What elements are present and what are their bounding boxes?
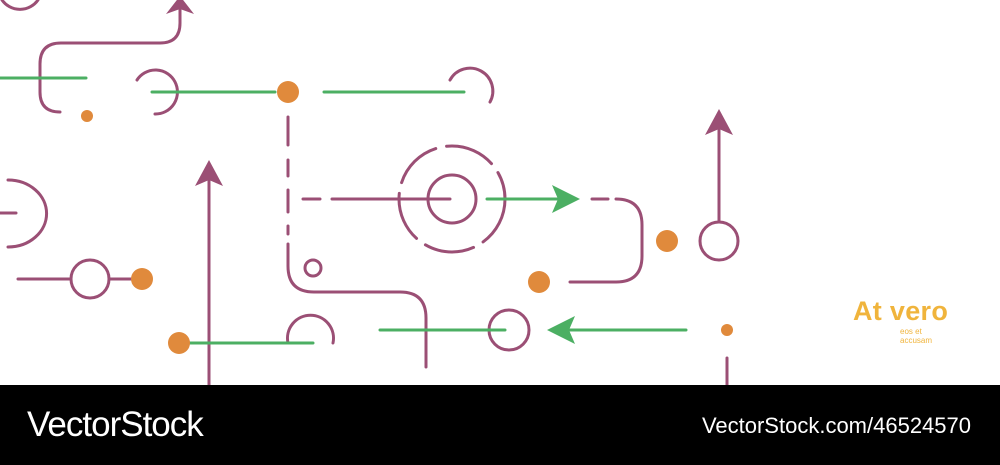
purple-arc [0,0,40,11]
purple-ring [426,173,478,225]
purple-ring [69,258,111,300]
orange-dot [168,332,190,354]
tagline-subtitle-line1: eos et [900,327,922,336]
purple-arc [286,313,335,345]
orange-dot [656,230,678,252]
green-arrowheads [547,185,580,344]
purple-arc [135,68,179,116]
orange-dots [81,81,733,354]
purple-ring [698,220,740,262]
circuit-lines-illustration [0,0,740,385]
orange-dot [528,271,550,293]
purple-arc [6,178,49,249]
abstract-circuit-artwork: At vero eos et accusam [0,0,949,385]
purple-connector [568,197,644,284]
image-url-text: VectorStock.com/46524570 [701,413,971,438]
up-arrow-icon [195,160,223,186]
tagline-subtitle-line2: accusam [900,336,933,345]
green-line-group [0,76,688,345]
vectorstock-logo: VectorStock [27,405,204,444]
up-arrow-icon [705,109,733,135]
purple-ring [303,258,323,278]
purple-arc [448,66,495,104]
right-arrow-icon [552,185,580,213]
up-arrow-icon [166,0,194,14]
orange-dot [131,268,153,290]
purple-connector [286,242,428,369]
purple-line-group [0,0,740,385]
tagline-title: At vero [853,296,949,326]
orange-dot [81,110,93,122]
orange-dot [277,81,299,103]
purple-arrowheads [166,0,733,186]
watermark-footer-bar: VectorStock VectorStock.com/46524570 [0,385,1000,465]
purple-connector [38,4,182,114]
orange-dot [721,324,733,336]
left-arrow-icon [547,316,575,344]
